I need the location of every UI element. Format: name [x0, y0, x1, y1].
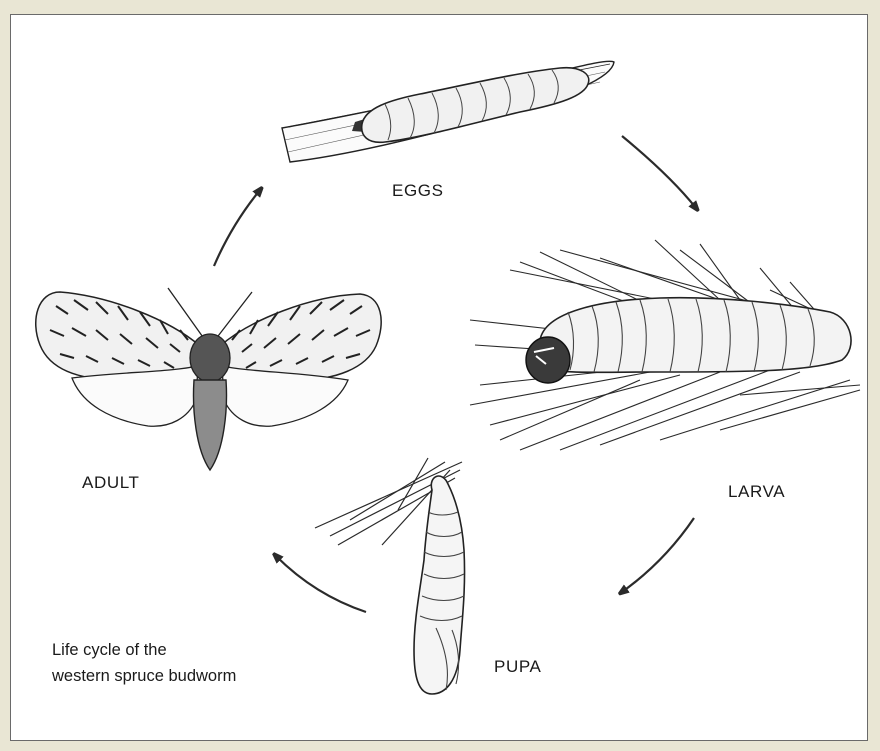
arrow-adult-to-eggs: [214, 190, 260, 266]
caption-line-2: western spruce budworm: [52, 663, 236, 689]
caption-line-1: Life cycle of the: [52, 637, 236, 663]
pupa-label: PUPA: [494, 657, 541, 677]
larva-label: LARVA: [728, 482, 785, 502]
adult-label: ADULT: [82, 473, 139, 493]
arrow-eggs-to-larva: [622, 136, 696, 208]
eggs-label: EGGS: [392, 181, 444, 201]
eggs-illustration: [282, 61, 614, 162]
larva-illustration: [470, 240, 860, 450]
pupa-illustration: [315, 458, 465, 694]
adult-moth-illustration: [36, 288, 381, 470]
arrow-pupa-to-adult: [276, 556, 366, 612]
caption: Life cycle of the western spruce budworm: [52, 637, 236, 689]
arrow-larva-to-pupa: [622, 518, 694, 592]
